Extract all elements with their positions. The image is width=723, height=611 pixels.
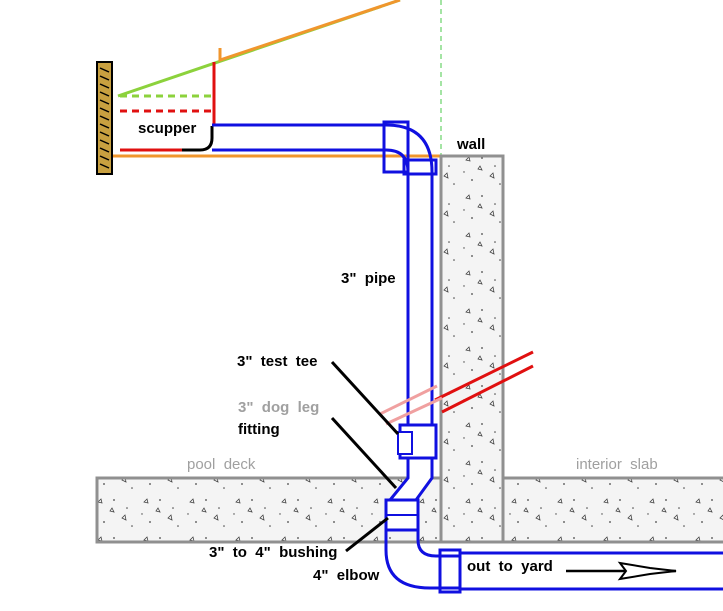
- label-elbow: 4" elbow: [313, 567, 380, 584]
- drain-pipe: [212, 120, 438, 425]
- label-pipe: 3" pipe: [341, 270, 396, 287]
- label-interior-slab: interior slab: [576, 456, 658, 473]
- wall: [439, 154, 505, 544]
- label-bushing: 3" to 4" bushing: [209, 544, 338, 561]
- label-test-tee: 3" test tee: [237, 353, 318, 370]
- through-wall-red: [434, 350, 534, 402]
- through-wall-red-2: [441, 364, 534, 414]
- elbow-and-outlet: [384, 530, 723, 594]
- label-pool-deck: pool deck: [187, 456, 256, 473]
- flow-arrow: [566, 561, 677, 581]
- through-wall-pink: [379, 384, 438, 416]
- label-dog-leg: 3" dog leg: [238, 399, 320, 416]
- pool-deck: [95, 476, 443, 544]
- leader-bushing: [345, 516, 389, 553]
- label-wall: wall: [457, 136, 486, 153]
- test-tee-cap: [397, 431, 413, 455]
- label-dog-leg-fitting: fitting: [238, 421, 280, 438]
- leader-dog-leg: [330, 416, 398, 490]
- through-wall-pink-2: [385, 396, 443, 426]
- roof-orange-line: [218, 0, 401, 63]
- label-out-to-yard: out to yard: [467, 558, 553, 575]
- interior-slab: [501, 476, 723, 544]
- label-scupper: scupper: [138, 120, 197, 137]
- scupper-bracket: [182, 126, 214, 152]
- leader-test-tee: [330, 360, 400, 436]
